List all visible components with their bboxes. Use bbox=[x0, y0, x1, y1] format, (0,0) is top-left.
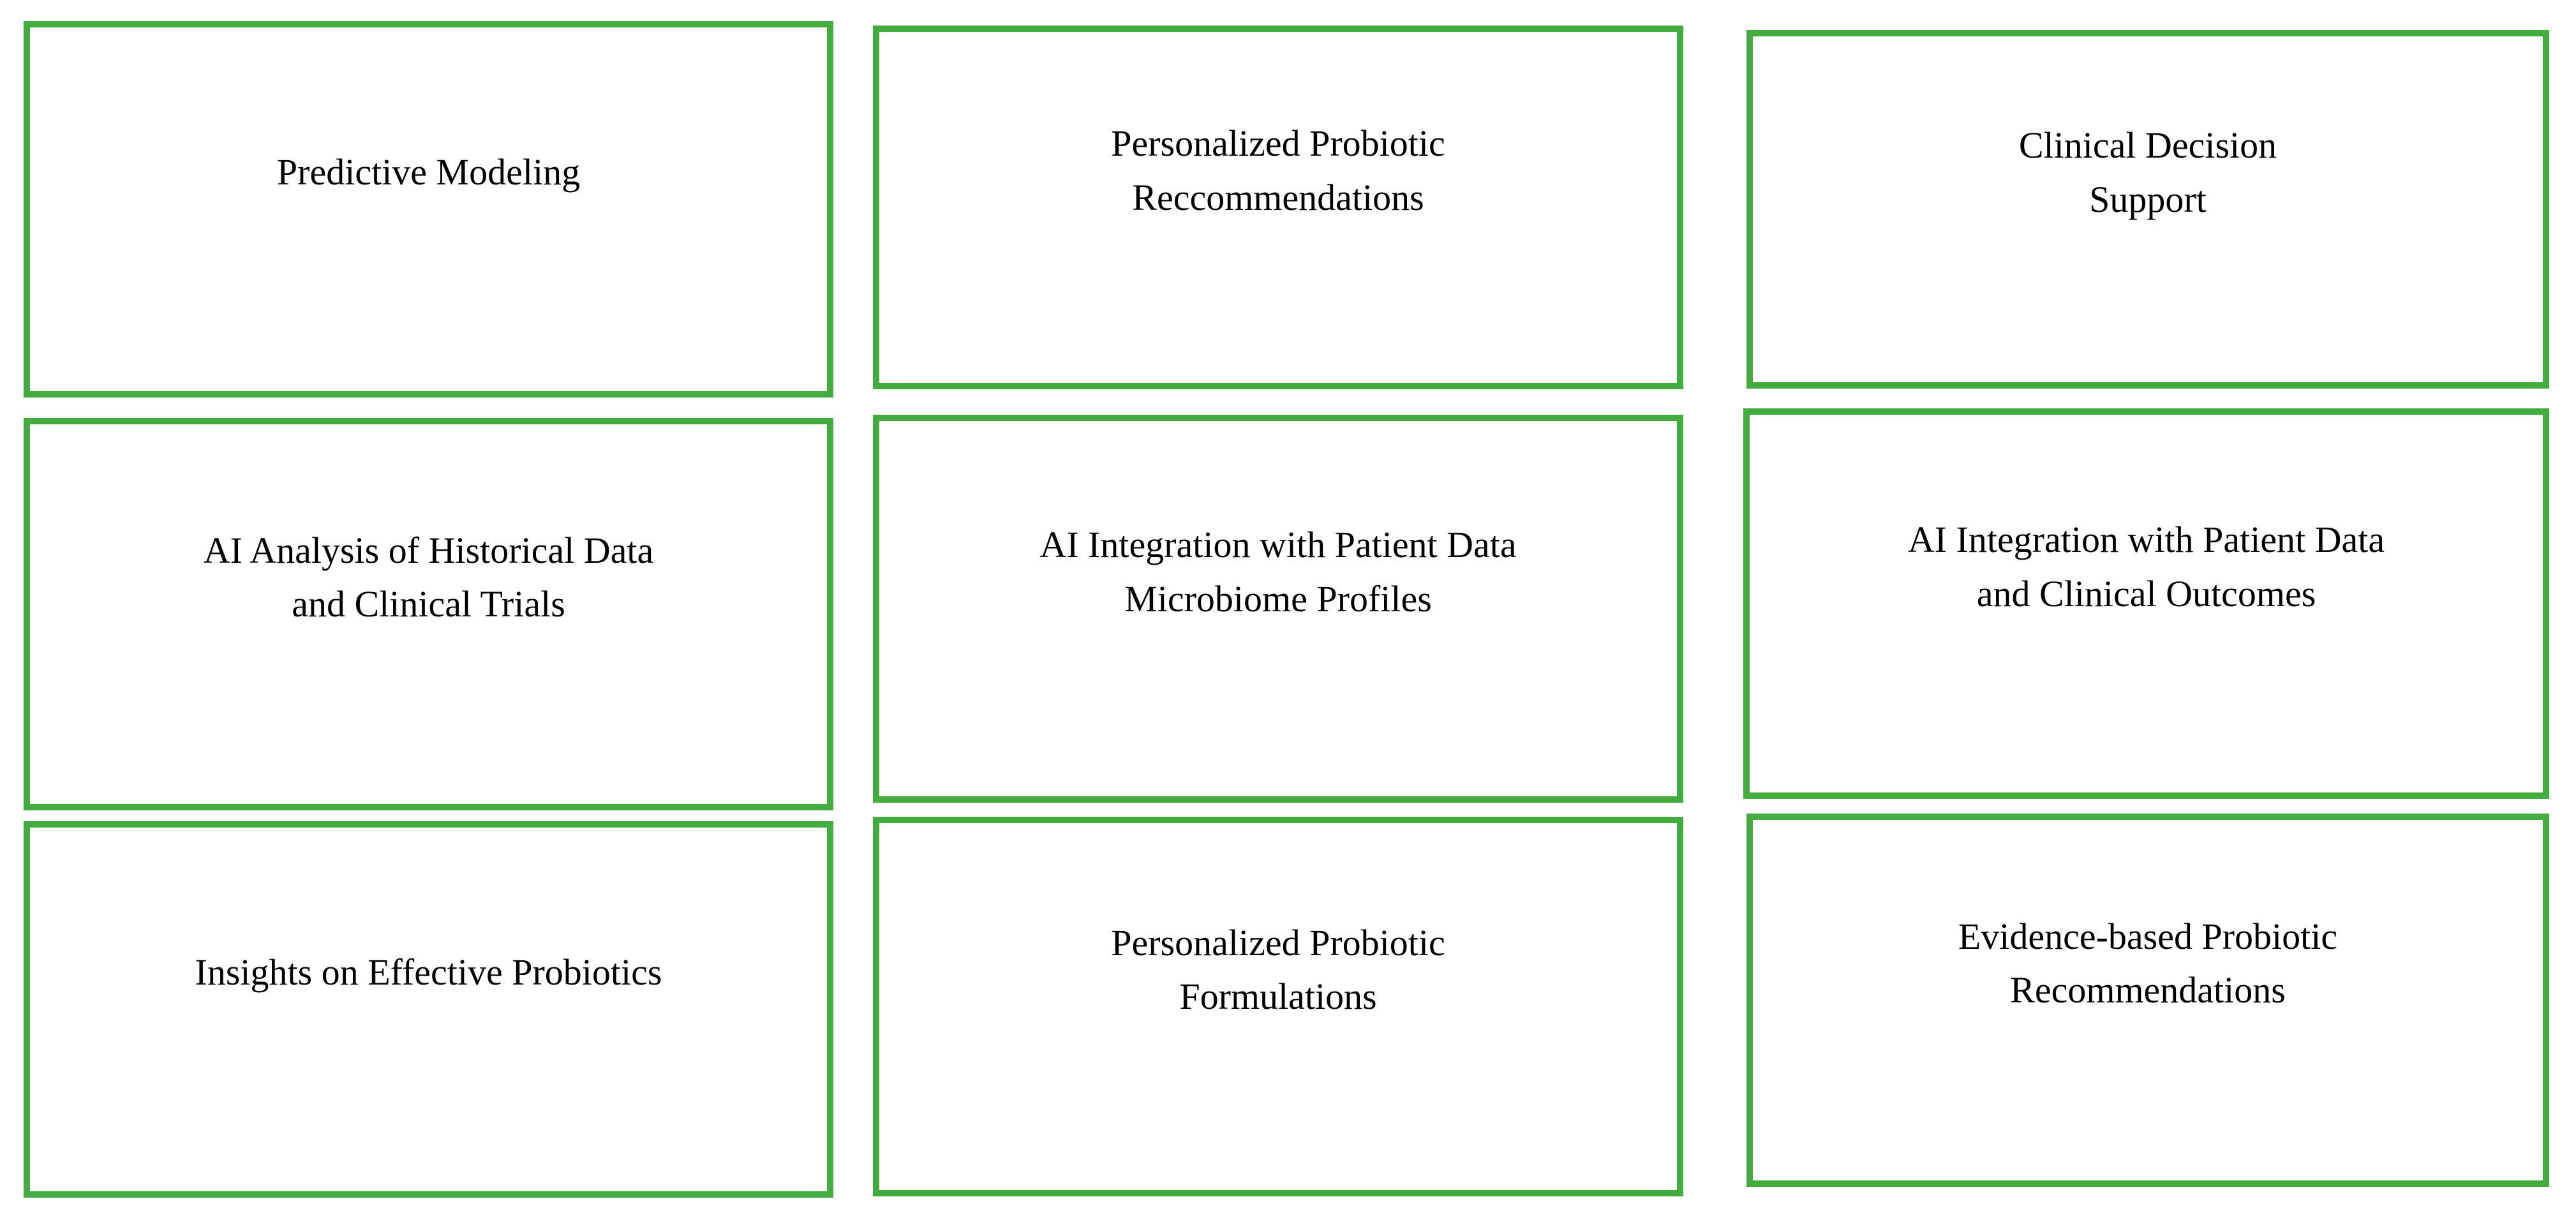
box-text-line: Formulations bbox=[1179, 976, 1377, 1017]
box-text-line: Microbiome Profiles bbox=[1124, 577, 1432, 620]
box-text-line: AI Integration with Patient Data bbox=[1907, 519, 2385, 561]
box-ai-analysis-historical-data: AI Analysis of Historical Data and Clini… bbox=[24, 418, 833, 810]
box-ai-integration-microbiome-profiles: AI Integration with Patient Data Microbi… bbox=[873, 415, 1683, 803]
box-evidence-based-probiotic-recommendations: Evidence-based Probiotic Recommendations bbox=[1746, 814, 2549, 1187]
box-text-line: Evidence-based Probiotic bbox=[1958, 915, 2338, 957]
box-text-line: Recommendations bbox=[2010, 969, 2286, 1011]
box-predictive-modeling: Predictive Modeling bbox=[24, 21, 833, 398]
box-ai-integration-clinical-outcomes: AI Integration with Patient Data and Cli… bbox=[1743, 408, 2549, 799]
box-text-line: Predictive Modeling bbox=[276, 151, 581, 193]
box-text-line: Clinical Decision bbox=[2018, 124, 2277, 167]
box-insights-on-effective-probiotics: Insights on Effective Probiotics bbox=[24, 821, 833, 1198]
box-text-line: and Clinical Trials bbox=[292, 583, 565, 625]
box-personalized-probiotic-reccommendations: Personalized Probiotic Reccommendations bbox=[873, 26, 1683, 389]
box-text-line: AI Integration with Patient Data bbox=[1039, 524, 1517, 566]
box-text-line: Personalized Probiotic bbox=[1111, 921, 1445, 963]
box-personalized-probiotic-formulations: Personalized Probiotic Formulations bbox=[873, 817, 1683, 1196]
box-text-line: Reccommendations bbox=[1132, 176, 1424, 218]
box-text-line: AI Analysis of Historical Data bbox=[203, 529, 654, 571]
box-clinical-decision-support: Clinical Decision Support bbox=[1746, 30, 2549, 389]
box-text-line: Personalized Probiotic bbox=[1111, 123, 1445, 165]
box-text-line: and Clinical Outcomes bbox=[1976, 572, 2316, 614]
box-text-line: Insights on Effective Probiotics bbox=[195, 951, 662, 993]
box-text-line: Support bbox=[2089, 178, 2207, 220]
